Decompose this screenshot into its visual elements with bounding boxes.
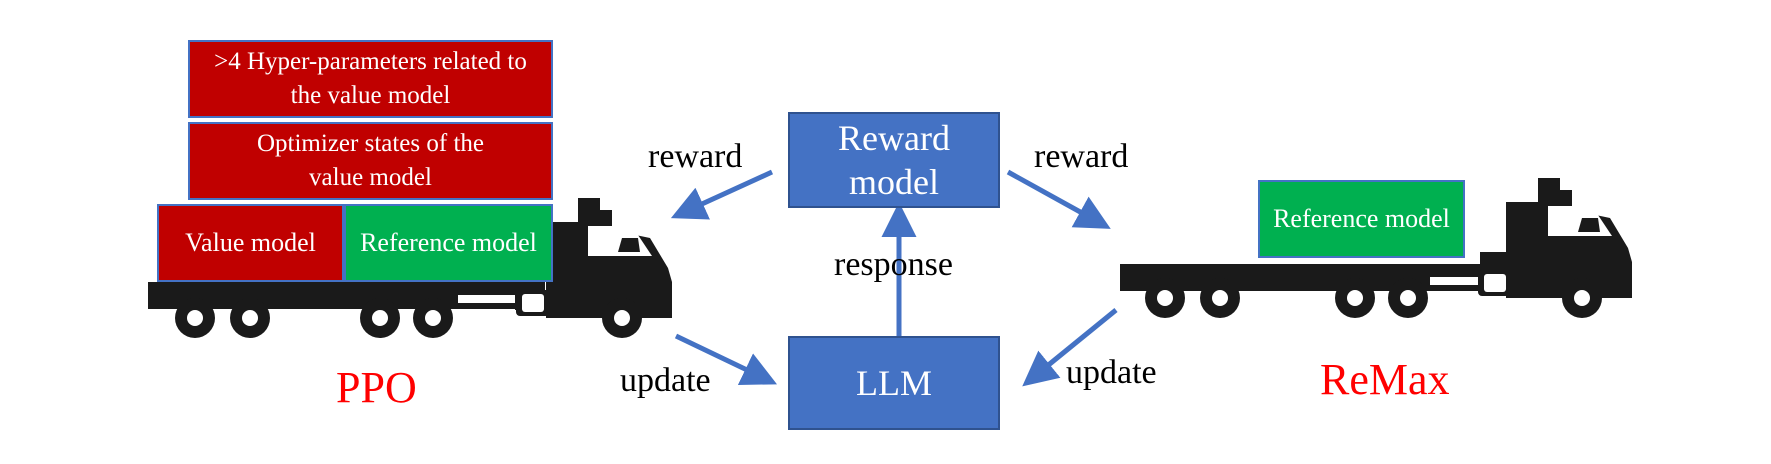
ppo-value-model-box: Value model <box>157 204 344 282</box>
ppo-optimizer-states-text: Optimizer states of the value model <box>256 130 484 191</box>
reward-arrow-right <box>1006 169 1111 229</box>
ppo-hyper-parameters-text: >4 Hyper-parameters related to the value… <box>214 48 527 109</box>
llm-text: LLM <box>856 363 932 403</box>
ppo-optimizer-states-box: Optimizer states of the value model <box>188 122 553 200</box>
ppo-hyper-parameters-box: >4 Hyper-parameters related to the value… <box>188 40 553 118</box>
ppo-reference-model-box: Reference model <box>344 204 553 282</box>
reward-arrow-left <box>670 169 774 220</box>
update-label-left: update <box>620 362 711 399</box>
ppo-reference-model-text: Reference model <box>360 228 537 257</box>
reward-label-right: reward <box>1034 138 1129 175</box>
remax-reference-model-text: Reference model <box>1273 204 1450 233</box>
reward-label-left: reward <box>648 138 743 175</box>
ppo-value-model-text: Value model <box>185 228 316 257</box>
truck-icon <box>148 198 672 338</box>
llm-box: LLM <box>788 336 1000 430</box>
reward-model-box: Reward model <box>788 112 1000 208</box>
update-label-right: update <box>1066 354 1157 391</box>
remax-title: ReMax <box>1320 355 1450 404</box>
ppo-title: PPO <box>336 363 417 412</box>
response-label: response <box>834 246 953 283</box>
update-arrow-right <box>1022 308 1118 387</box>
reward-model-text: Reward model <box>838 118 950 202</box>
remax-reference-model-box: Reference model <box>1258 180 1465 258</box>
update-arrow-left <box>674 333 778 386</box>
truck-icon <box>1120 178 1632 318</box>
